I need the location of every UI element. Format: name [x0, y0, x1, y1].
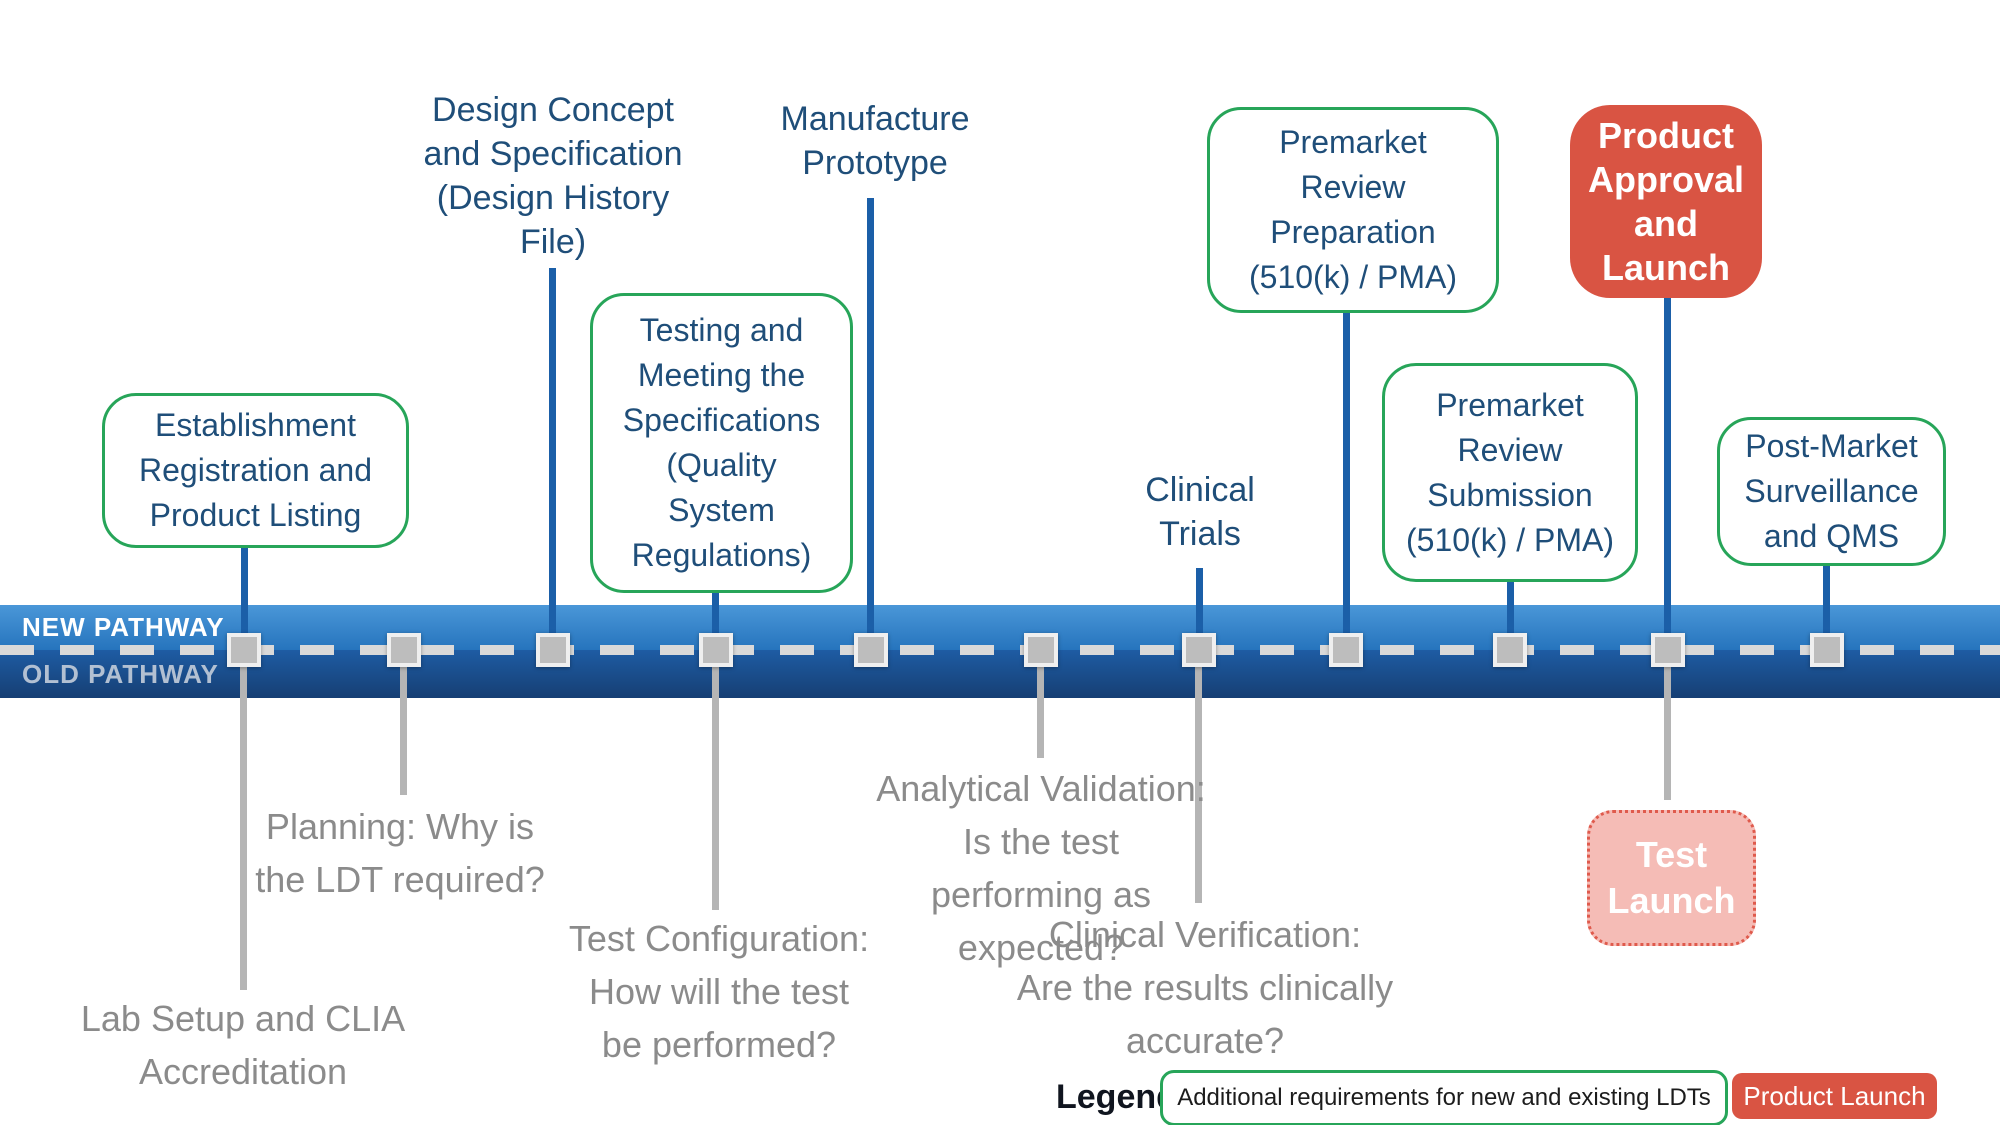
connector-test-configuration	[712, 655, 719, 910]
connector-establishment	[241, 542, 248, 642]
step-design-concept: Design Concept and Specification (Design…	[423, 91, 683, 261]
old-pathway-band	[0, 650, 2000, 698]
connector-premarket-submission	[1507, 574, 1514, 642]
connector-design-concept	[549, 268, 556, 642]
timeline-dashed-divider	[0, 645, 2000, 655]
legend-green-item: Additional requirements for new and exis…	[1160, 1070, 1728, 1125]
timeline-marker	[1651, 633, 1685, 667]
timeline-marker	[536, 633, 570, 667]
timeline-marker	[1024, 633, 1058, 667]
new-pathway-label: NEW PATHWAY	[22, 612, 225, 642]
connector-premarket-preparation	[1343, 305, 1350, 642]
step-planning: Planning: Why is the LDT required?	[255, 806, 545, 900]
connector-manufacture-prototype	[867, 198, 874, 642]
step-premarket-review-submission: Premarket Review Submission (510(k) / PM…	[1382, 363, 1638, 582]
timeline-marker	[1493, 633, 1527, 667]
timeline-marker	[387, 633, 421, 667]
step-test-launch: Test Launch	[1587, 810, 1756, 946]
timeline-marker	[227, 633, 261, 667]
connector-test-launch	[1664, 655, 1671, 800]
step-analytical-validation: Analytical Validation: Is the test perfo…	[876, 768, 1206, 968]
connector-clinical-verification	[1195, 655, 1202, 903]
timeline-marker	[1329, 633, 1363, 667]
step-test-configuration: Test Configuration: How will the test be…	[568, 918, 870, 1065]
connector-testing-specifications	[712, 585, 719, 642]
step-premarket-review-preparation: Premarket Review Preparation (510(k) / P…	[1207, 107, 1499, 313]
step-post-market-surveillance: Post-Market Surveillance and QMS	[1717, 417, 1946, 566]
step-testing-specifications: Testing and Meeting the Specifications (…	[590, 293, 853, 593]
step-clinical-trials: Clinical Trials	[1145, 471, 1255, 553]
timeline-marker	[854, 633, 888, 667]
step-manufacture-prototype: Manufacture Prototype	[780, 100, 970, 182]
connector-product-approval	[1664, 296, 1671, 642]
timeline-marker	[1182, 633, 1216, 667]
connector-clinical-trials	[1196, 568, 1203, 642]
timeline-marker	[1810, 633, 1844, 667]
step-lab-setup: Lab Setup and CLIA Accreditation	[80, 998, 406, 1092]
connector-lab-setup	[240, 655, 247, 990]
step-establishment-registration: Establishment Registration and Product L…	[102, 393, 409, 548]
connector-post-market	[1823, 558, 1830, 642]
step-clinical-verification: Clinical Verification: Are the results c…	[1016, 914, 1394, 1061]
old-pathway-label: OLD PATHWAY	[22, 658, 219, 689]
legend-red-item: Product Launch	[1732, 1073, 1937, 1119]
new-pathway-band	[0, 605, 2000, 650]
connector-analytical-validation	[1037, 655, 1044, 758]
timeline-marker	[699, 633, 733, 667]
step-product-approval-and-launch: Product Approval and Launch	[1570, 105, 1762, 298]
connector-planning	[400, 655, 407, 795]
